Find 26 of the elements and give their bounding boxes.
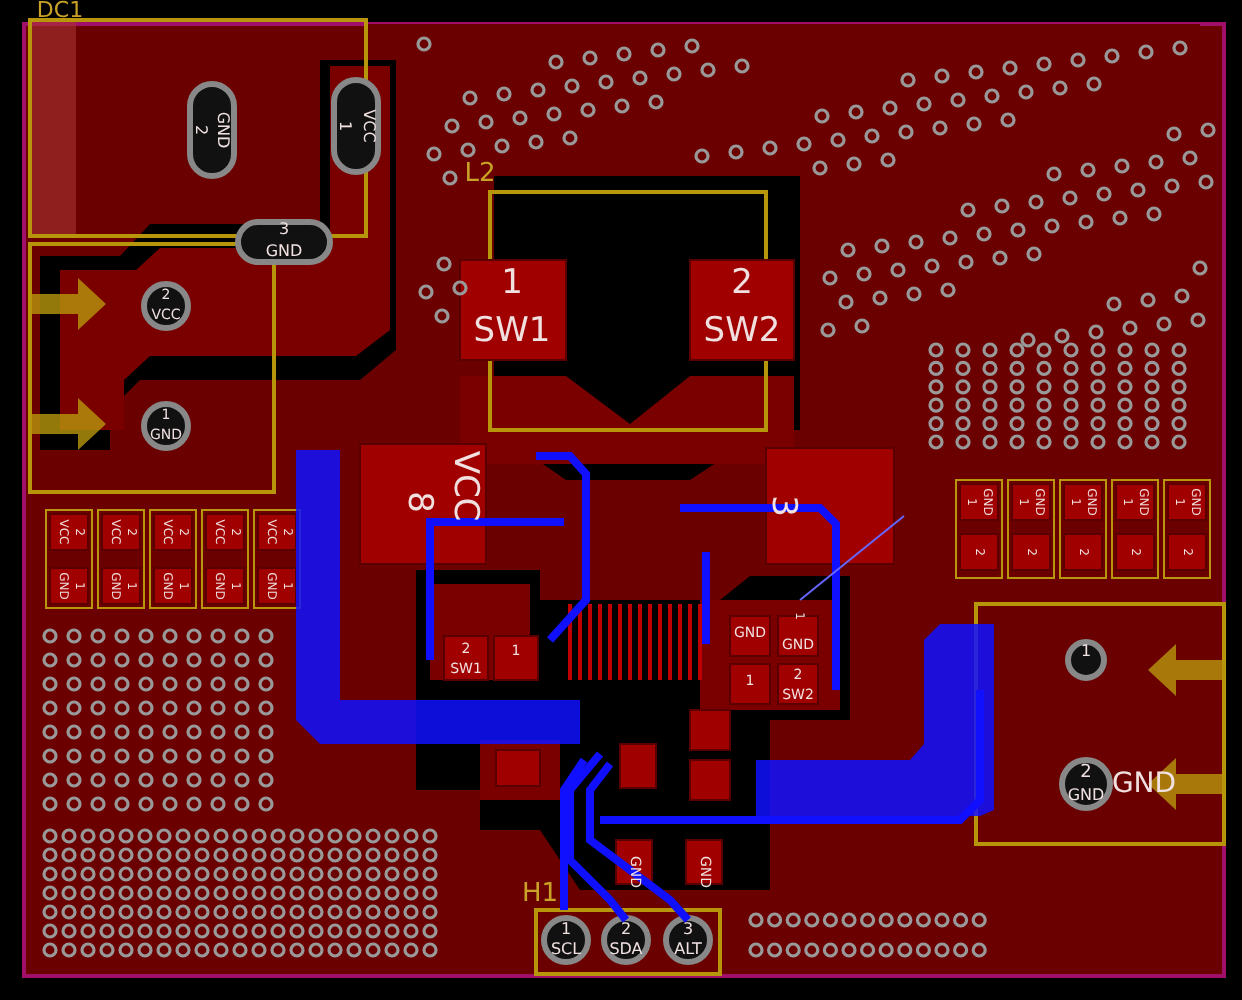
silkscreen-label: H1 — [521, 881, 559, 907]
pad-label: 2 — [192, 124, 208, 136]
pad-label: 1 — [560, 922, 572, 938]
silkscreen-label: DC1 — [36, 0, 84, 21]
pad-label: SW1 — [473, 315, 551, 349]
pad-label: SCL — [550, 942, 582, 958]
silkscreen-label: L2 — [464, 161, 496, 187]
pad-label: ALT — [674, 942, 702, 958]
pad-label: SW2 — [703, 315, 781, 349]
pad-label: GND — [214, 111, 230, 149]
pad-label: 3 — [765, 495, 799, 517]
pad-label: VCC — [360, 109, 376, 143]
pad-label: 1 — [1080, 644, 1092, 660]
pad-label: GND — [265, 244, 303, 260]
pad-label: 3 — [682, 922, 694, 938]
pad-label: GND — [1111, 770, 1177, 798]
pad-label: 1 — [336, 120, 352, 132]
pad-label: 2 — [620, 922, 632, 938]
pad-label: GND — [1067, 788, 1105, 804]
pad-label: 3 — [278, 222, 290, 238]
pad-label: SDA — [609, 942, 643, 958]
pad-label: 1 — [501, 267, 523, 301]
pad-label: 8 — [401, 491, 435, 513]
pad-label: VCC — [447, 450, 481, 522]
pad-label: 2 — [1080, 765, 1092, 783]
pad-label: 2 — [731, 267, 753, 301]
